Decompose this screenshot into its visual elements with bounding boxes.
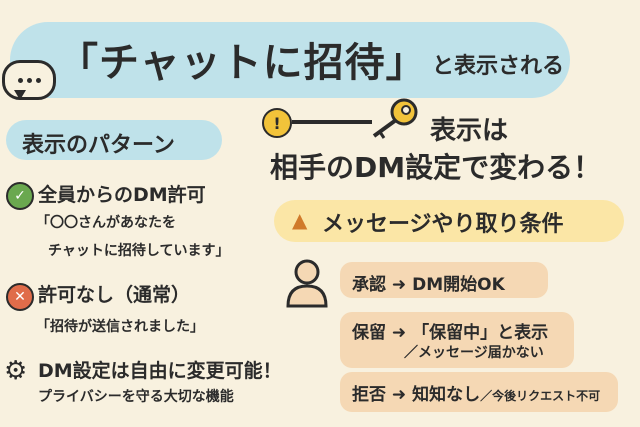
item-title: DM設定は自由に変更可能！ [38, 360, 282, 382]
condition-status: 承認 [352, 275, 386, 295]
chat-bubble-icon [2, 60, 56, 100]
gear-icon: ⚙ [4, 356, 28, 386]
conditions-pill [274, 200, 624, 242]
condition-row: 保留 ➜ 「保留中」と表示 [352, 318, 548, 343]
item-line: プライバシーを守る大切な機能 [38, 389, 234, 405]
arrow-icon: ➜ [391, 275, 407, 295]
arrow-icon: ➜ [391, 385, 407, 405]
warning-flame-icon: ▲ [292, 208, 308, 232]
chat-bubble-tail [14, 90, 26, 100]
condition-result: DM開始OK [412, 275, 505, 295]
condition-result-small: ／今後リクエスト不可 [480, 389, 601, 403]
condition-tag [340, 372, 618, 412]
condition-status: 拒否 [352, 385, 386, 405]
page-subtitle: と表示される [432, 54, 565, 79]
condition-tag [340, 312, 574, 368]
condition-status: 保留 [352, 323, 386, 343]
x-icon: ✕ [6, 283, 34, 311]
condition-tag [340, 262, 548, 298]
condition-row: 拒否 ➜ 知知なし／今後リクエスト不可 [352, 380, 600, 405]
person-icon [286, 259, 328, 308]
conditions-label: メッセージやり取り条件 [322, 212, 564, 237]
condition-row: 承認 ➜ DM開始OK [352, 270, 505, 295]
title-banner [10, 22, 570, 98]
section-label: 表示のパターン [22, 133, 175, 158]
headline: 相手のDM設定で変わる！ [270, 151, 602, 184]
divider-line [292, 120, 372, 124]
item-title: 許可なし（通常） [38, 284, 191, 306]
condition-result-2: ／メッセージ届かない [404, 345, 544, 361]
section-pill [6, 120, 222, 160]
check-icon: ✓ [6, 182, 34, 210]
headline: 表示は [430, 116, 509, 146]
item-line: 「招待が送信されました」 [36, 319, 204, 335]
key-icon [372, 98, 418, 139]
item-line: チャットに招待しています」 [48, 243, 230, 259]
arrow-icon: ➜ [391, 323, 407, 343]
condition-result: 知知なし [412, 385, 481, 405]
item-title: 全員からのDM許可 [38, 184, 206, 206]
alert-icon: ! [262, 108, 292, 138]
page-title: 「チャットに招待」 [58, 40, 427, 86]
item-line: 「〇〇さんがあなたを [36, 215, 176, 231]
condition-result: 「保留中」と表示 [412, 323, 549, 343]
